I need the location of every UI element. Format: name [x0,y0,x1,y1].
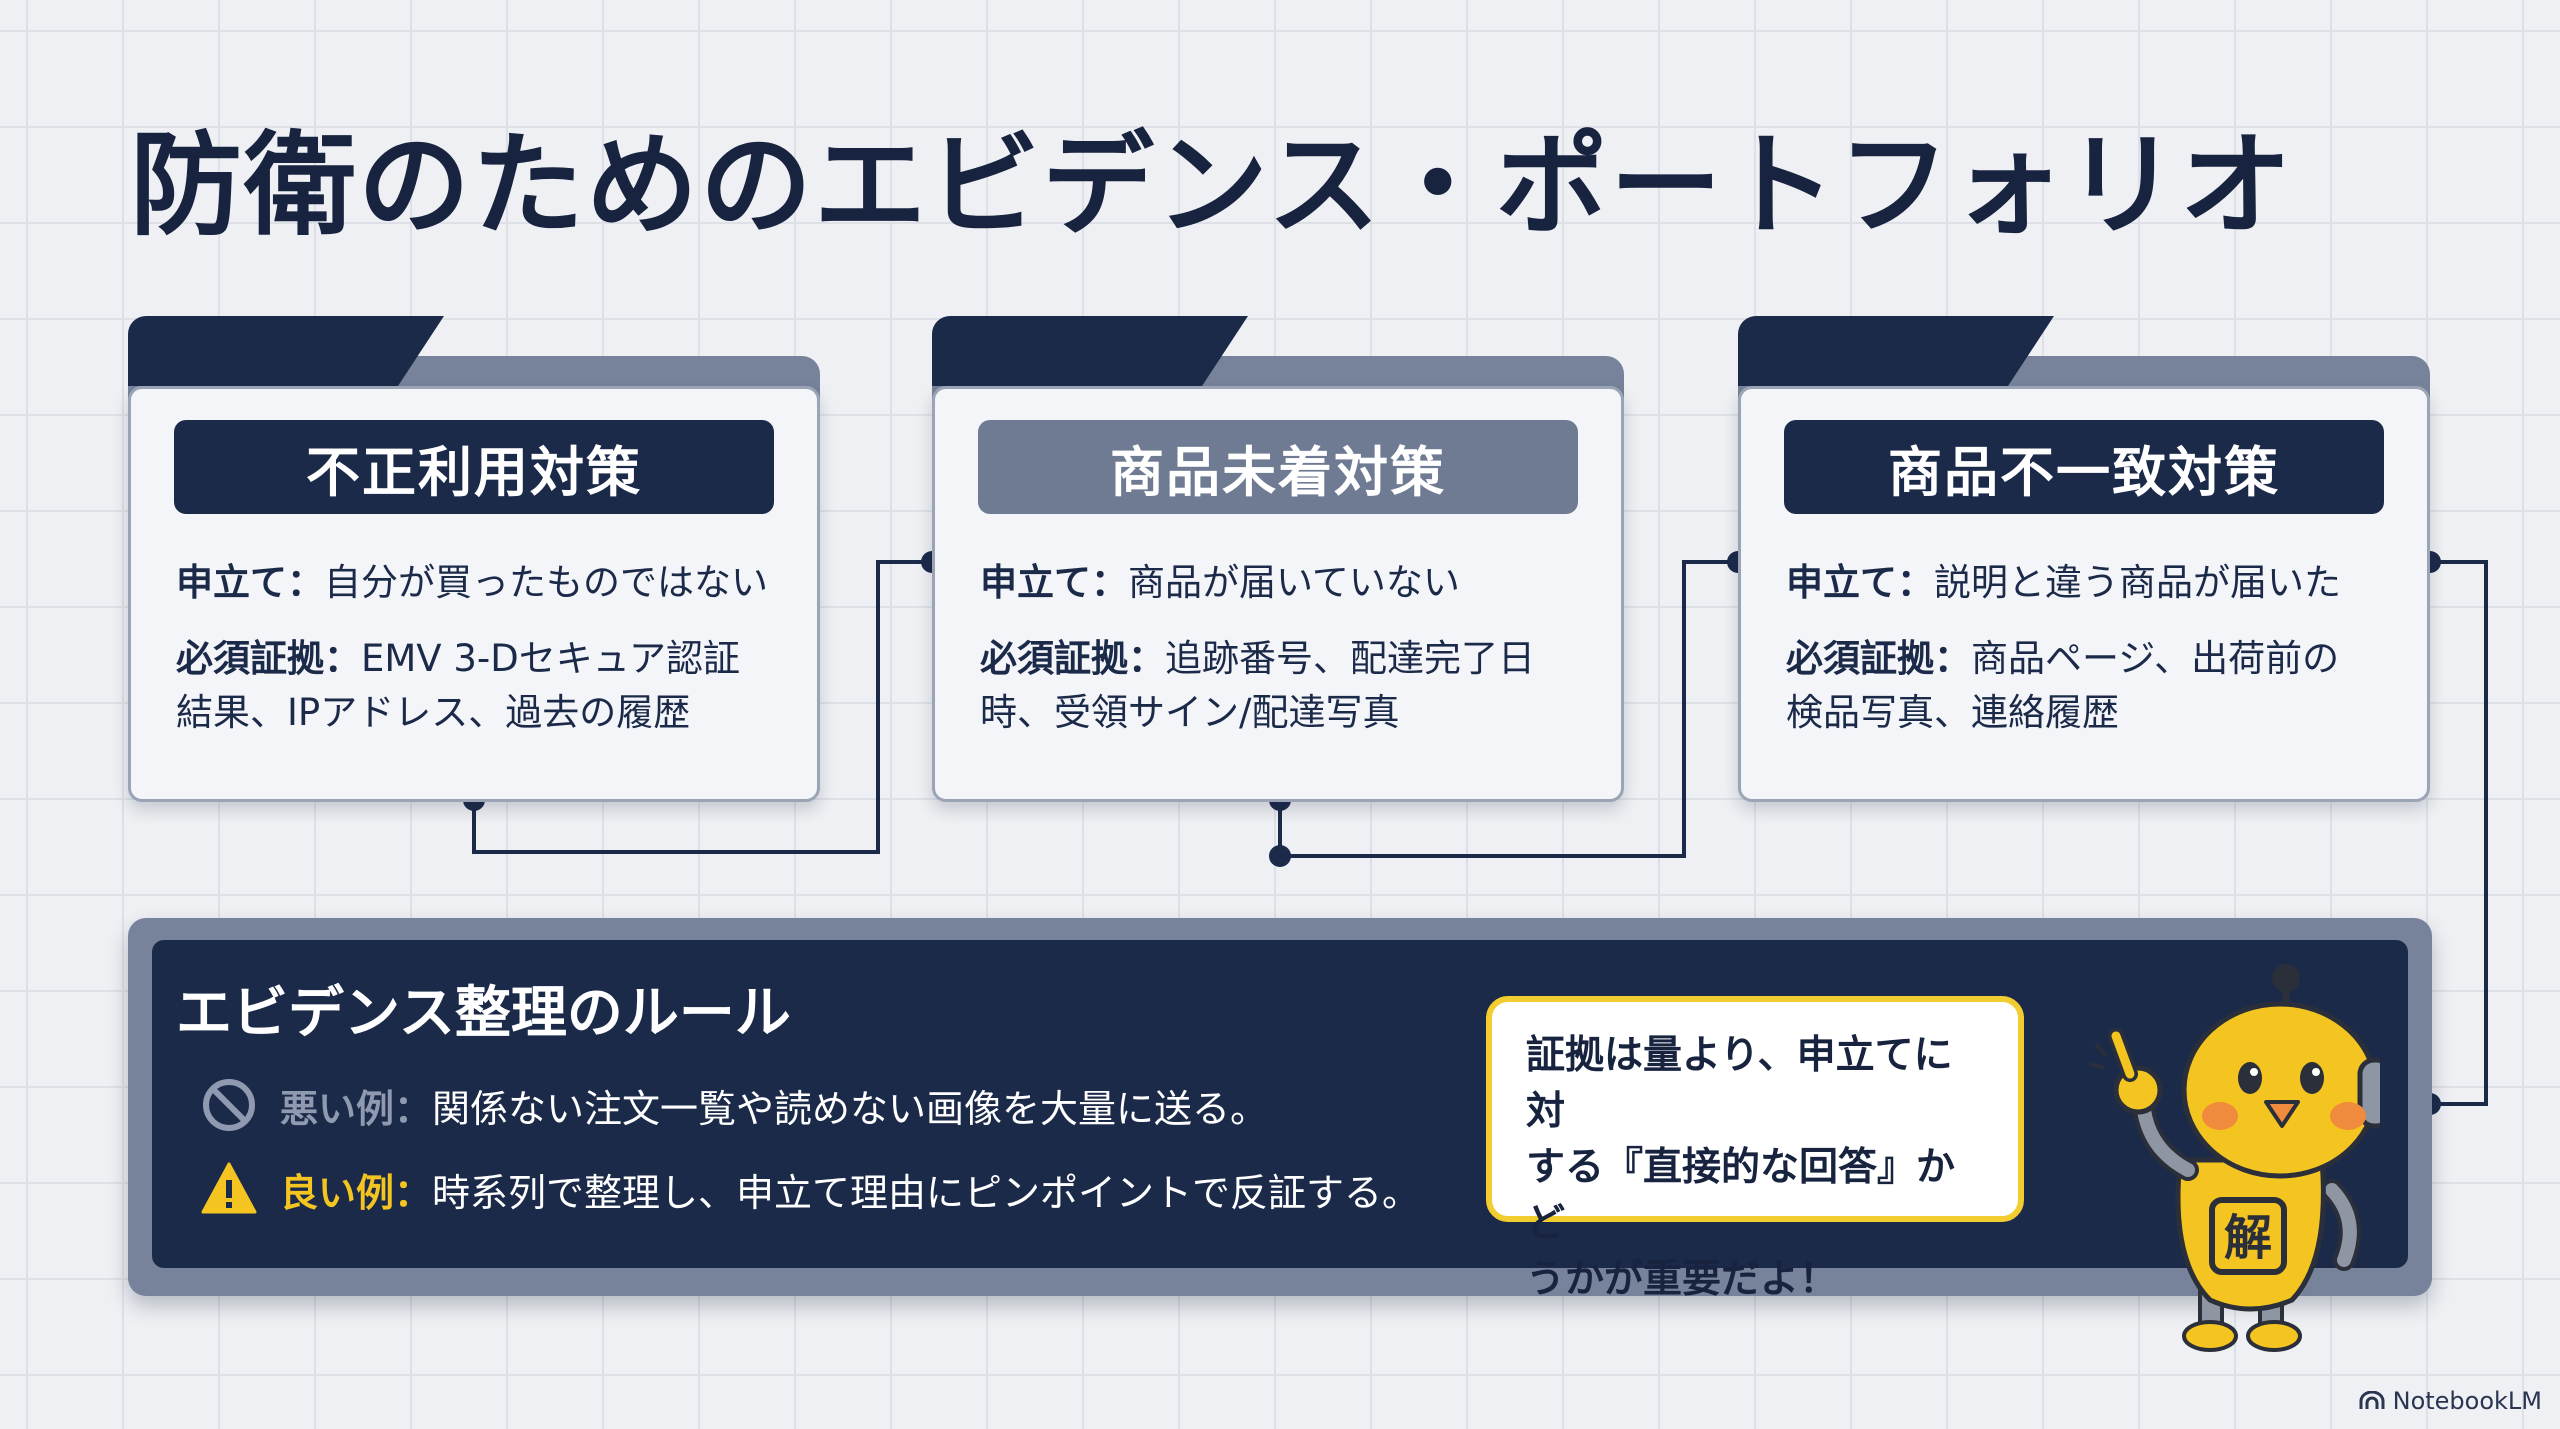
folder-text: 申立て：説明と違う商品が届いた 必須証拠：商品ページ、出荷前の検品写真、連絡履歴 [1786,561,2341,734]
page-title: 防衛のためのエビデンス・ポートフォリオ [130,121,2294,251]
rule-bad-example: 悪い例： 関係ない注文一覧や読めない画像を大量に送る。 [200,1070,1268,1140]
folder-tab [932,316,1248,386]
folder-mismatch: 商品不一致対策 申立て：説明と違う商品が届いた 必須証拠：商品ページ、出荷前の検… [1738,316,2430,802]
warning-icon [201,1162,257,1214]
mascot-badge: 解 [2224,1210,2272,1266]
notebooklm-watermark: NotebookLM [2359,1387,2542,1415]
rules-panel [128,918,2432,1296]
mascot-robot-chick-icon: 解 [2089,964,2380,1352]
connector-undelivered-to-mismatch [1278,560,1738,858]
notebooklm-logo-icon [2359,1391,2385,1409]
folder-tab [1738,316,2054,386]
folder-tab [128,316,444,386]
folder-label: 不正利用対策 [174,420,774,514]
prohibited-icon [203,1079,255,1131]
folder-text: 申立て：自分が買ったものではない 必須証拠：EMV 3-Dセキュア認証結果、IP… [176,561,768,734]
speech-bubble: 証拠は量より、申立てに対 する『直接的な回答』かど うかが重要だよ！ [1486,996,2024,1302]
folder-text: 申立て：商品が届いていない 必須証拠：追跡番号、配達完了日時、受領サイン/配達写… [980,561,1535,734]
connector-mismatch-to-rules [2430,560,2488,1106]
folder-fraud: 不正利用対策 申立て：自分が買ったものではない 必須証拠：EMV 3-Dセキュア… [128,316,820,802]
folder-label: 商品未着対策 [978,420,1578,514]
connector-fraud-to-undelivered [472,560,932,854]
rules-title: エビデンス整理のルール [176,981,791,1046]
folder-label: 商品不一致対策 [1784,420,2384,514]
rule-good-example: 良い例： 時系列で整理し、申立て理由にピンポイントで反証する。 [200,1154,1420,1224]
folder-undelivered: 商品未着対策 申立て：商品が届いていない 必須証拠：追跡番号、配達完了日時、受領… [932,316,1624,802]
